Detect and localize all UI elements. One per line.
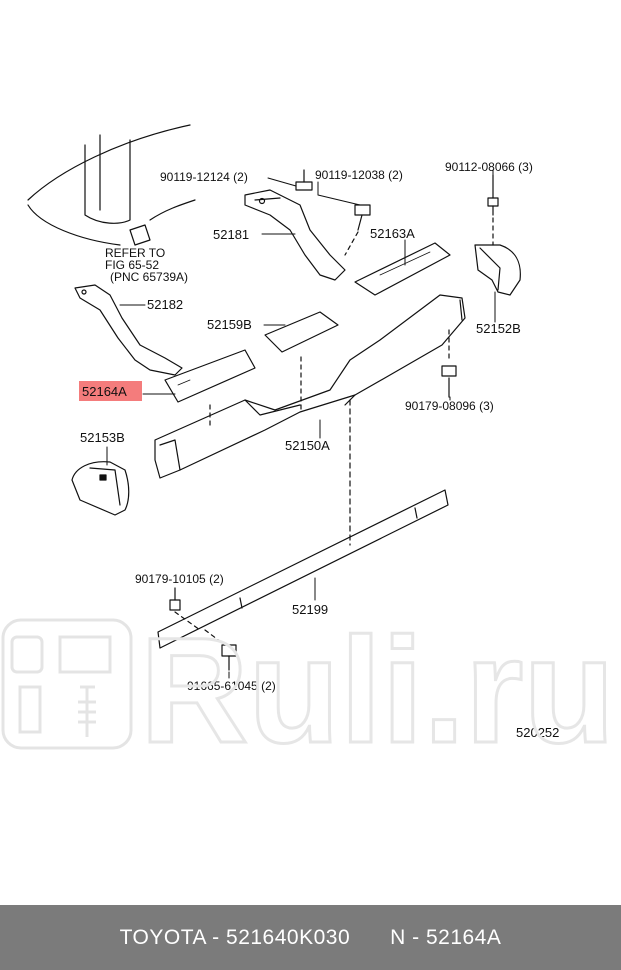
- bar-52199: [157, 489, 449, 649]
- svg-text:90179-08096 (3): 90179-08096 (3): [405, 399, 494, 413]
- endcap-52152B: [474, 244, 521, 296]
- svg-text:REFER TO: REFER TO: [105, 246, 165, 260]
- svg-text:(PNC 65739A): (PNC 65739A): [110, 270, 188, 284]
- svg-text:52199: 52199: [292, 602, 328, 617]
- svg-text:91665-61045 (2): 91665-61045 (2): [187, 679, 276, 693]
- pad-52164A: [164, 349, 256, 403]
- svg-text:90119-12038 (2): 90119-12038 (2): [315, 168, 403, 182]
- svg-text:52182: 52182: [147, 297, 183, 312]
- nut-90179-10105: [169, 599, 181, 611]
- bolt-91665-61045: [221, 644, 237, 657]
- highlight-52164A: [79, 381, 142, 401]
- svg-text:90112-08066 (3): 90112-08066 (3): [445, 160, 533, 174]
- labels: 90119-12124 (2) 90119-12038 (2) 90112-08…: [80, 160, 559, 740]
- pad-52163A: [354, 242, 451, 296]
- body-outline: [27, 124, 196, 246]
- svg-text:90179-10105 (2): 90179-10105 (2): [135, 572, 224, 586]
- bolt-90119-12038: [354, 204, 371, 231]
- svg-text:52159B: 52159B: [207, 317, 252, 332]
- bolt-90112-08066: [487, 174, 499, 216]
- nut-90179-08096: [441, 365, 457, 377]
- svg-text:90119-12124 (2): 90119-12124 (2): [160, 170, 248, 184]
- step-52150A: [154, 294, 466, 479]
- svg-text:52152B: 52152B: [476, 321, 521, 336]
- dash-52181: [344, 231, 359, 256]
- bracket-52181: [244, 189, 346, 281]
- bolt-90119-12124: [295, 169, 313, 191]
- svg-text:520252: 520252: [516, 725, 559, 740]
- svg-text:52150A: 52150A: [285, 438, 330, 453]
- svg-text:52153B: 52153B: [80, 430, 125, 445]
- endcap-52153B: [71, 461, 130, 516]
- leader-lines: [106, 169, 496, 679]
- bracket-52182: [74, 284, 183, 376]
- svg-text:52163A: 52163A: [370, 226, 415, 241]
- label-52164A: 52164A: [82, 384, 127, 399]
- parts-diagram: 90119-12124 (2) 90119-12038 (2) 90112-08…: [27, 124, 559, 740]
- footer-bar: TOYOTA - 521640K030 N - 52164A: [0, 905, 621, 970]
- svg-text:52181: 52181: [213, 227, 249, 242]
- footer-part-number: TOYOTA - 521640K030: [119, 925, 351, 949]
- pad-52159B: [264, 311, 339, 353]
- footer-pnc: N - 52164A: [390, 925, 502, 949]
- svg-text:FIG 65-52: FIG 65-52: [105, 258, 159, 272]
